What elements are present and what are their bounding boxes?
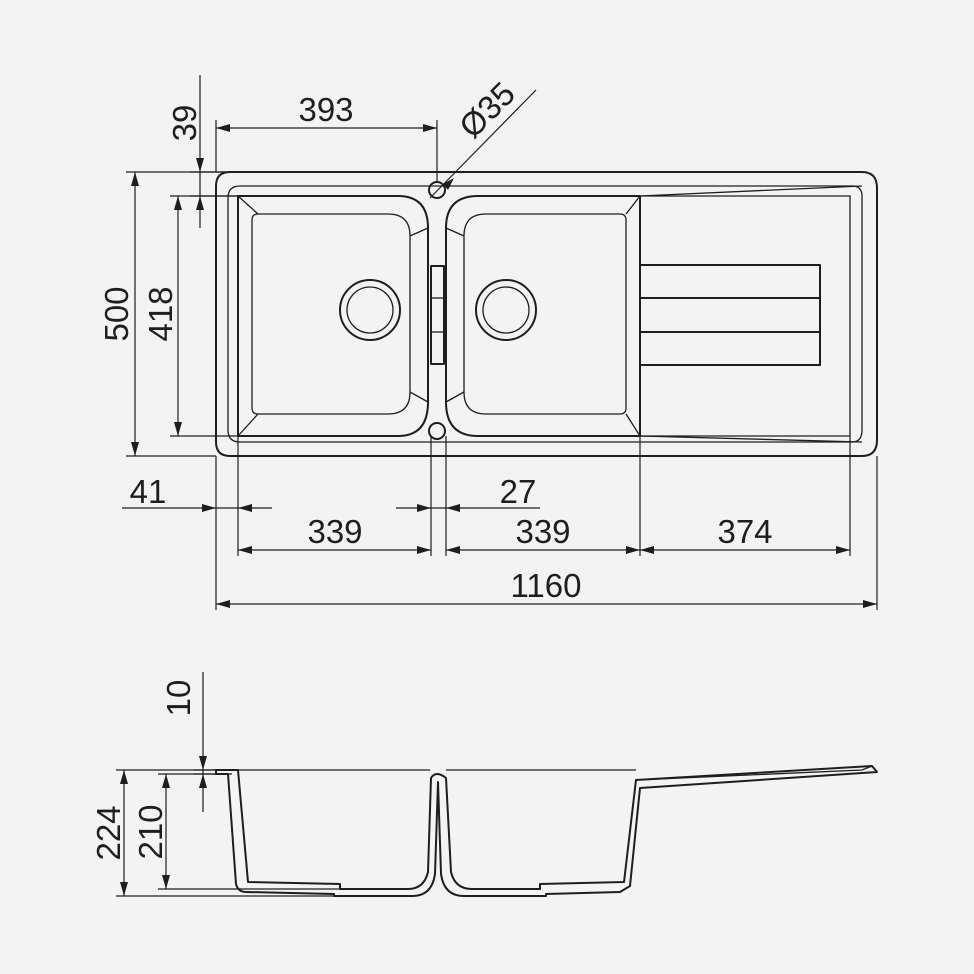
- side-view: [215, 765, 878, 897]
- dim-bowl-depth: 418: [142, 286, 179, 341]
- dim-left-bowl-width: 339: [307, 513, 362, 550]
- overflow-slot: [430, 265, 445, 365]
- left-bowl-inner: [251, 213, 411, 415]
- dim-rim-thickness: 10: [160, 680, 197, 717]
- dim-overall-depth: 500: [98, 286, 135, 341]
- top-view: [215, 171, 878, 457]
- left-bowl-step: [237, 195, 429, 437]
- dim-right-bowl-width: 339: [515, 513, 570, 550]
- dim-overall-height: 224: [90, 805, 127, 860]
- right-drain-inner: [482, 286, 530, 334]
- sink-inner-rim: [227, 185, 863, 443]
- dim-overall-width: 1160: [511, 567, 582, 604]
- dim-bowl-height: 210: [132, 804, 169, 859]
- drainer-ribs: [639, 264, 821, 366]
- right-bowl-step: [445, 195, 641, 437]
- dim-rim-offset: 39: [166, 105, 203, 142]
- top-view-dimensions: 39 393 Ø35 500 418: [98, 75, 878, 610]
- left-drain-inner: [346, 286, 394, 334]
- right-bowl-outer: [445, 195, 641, 437]
- right-drain-outer: [475, 279, 537, 341]
- left-drain-outer: [339, 279, 401, 341]
- side-view-dimensions: 10 224 210: [90, 672, 340, 897]
- sink-profile-outer: [215, 765, 878, 897]
- right-bowl-inner: [463, 213, 627, 415]
- dim-drainer-width: 374: [717, 513, 772, 550]
- dim-side-margin: 41: [130, 473, 167, 510]
- dim-bowl-gap: 27: [500, 473, 537, 510]
- tap-hole-bottom: [428, 422, 446, 440]
- dim-bowl-span: 393: [298, 91, 353, 128]
- drainer-outline: [640, 195, 851, 437]
- dim-tap-hole: Ø35: [452, 75, 522, 145]
- sink-outer-rim: [215, 171, 878, 457]
- sink-profile-inner: [238, 765, 873, 781]
